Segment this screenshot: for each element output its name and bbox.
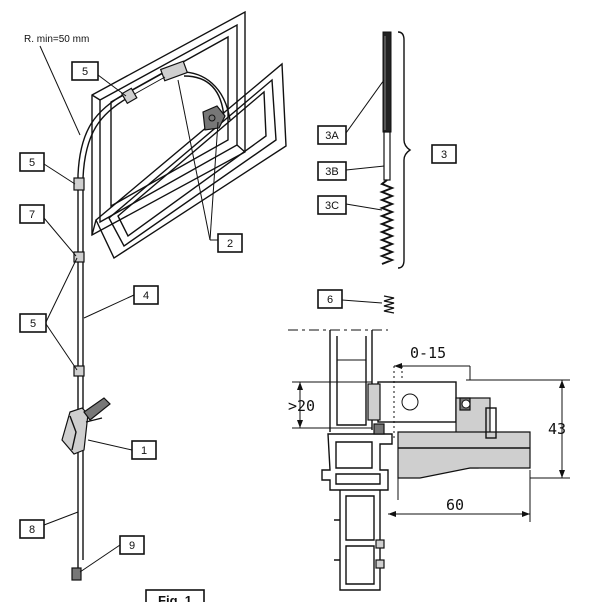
callout-5-top: 5 [71, 61, 127, 97]
callout-4: 4 [83, 285, 159, 319]
dim-43: 43 [466, 379, 570, 479]
svg-text:3C: 3C [325, 200, 339, 212]
dim-height: 43 [548, 420, 566, 438]
svg-text:1: 1 [141, 445, 147, 457]
svg-text:3A: 3A [325, 130, 339, 142]
spring-3c [379, 179, 395, 265]
window-sash-open [91, 62, 287, 260]
svg-text:5: 5 [30, 318, 36, 330]
window-frame [91, 10, 246, 237]
spring-6 [383, 295, 395, 314]
figure-caption: Fig. 1 [158, 593, 192, 602]
dim-width: 60 [446, 496, 464, 514]
dim-min-depth: >20 [288, 397, 315, 415]
callout-5-left: 5 [19, 152, 76, 185]
figure-caption-box: Fig. 1 [145, 589, 205, 602]
clip-5-top [120, 87, 138, 105]
svg-text:3B: 3B [325, 166, 338, 178]
dim-0-15: 0-15 [394, 344, 471, 380]
callout-6: 6 [317, 289, 383, 309]
cable-rod-4 [77, 72, 166, 570]
callout-5-lower: 5 [19, 257, 78, 371]
svg-text:4: 4 [143, 290, 149, 302]
svg-text:2: 2 [227, 238, 233, 250]
bracket-3 [397, 31, 412, 269]
rod-3a [382, 31, 392, 133]
bracket-assembly [367, 366, 531, 500]
dim-gap: 0-15 [410, 344, 446, 362]
radius-note: R. min=50 mm [24, 34, 89, 45]
svg-text:7: 7 [29, 209, 35, 221]
rod-3b [383, 131, 391, 181]
svg-text:3: 3 [441, 149, 447, 161]
callout-7: 7 [19, 204, 77, 257]
callout-2: 2 [177, 79, 243, 253]
callout-8: 8 [19, 511, 79, 539]
callout-1: 1 [87, 439, 157, 460]
dim-60: 60 [388, 470, 531, 522]
callout-3a: 3A [317, 79, 385, 145]
opener-arm [159, 60, 231, 131]
crank-handle-1 [61, 397, 111, 455]
callout-3: 3 [431, 144, 457, 164]
dim-gt20: >20 [288, 381, 372, 429]
svg-text:6: 6 [327, 294, 333, 306]
callout-3c: 3C [317, 195, 383, 215]
svg-text:5: 5 [82, 66, 88, 78]
clip-7 [73, 251, 85, 263]
clip-5-b [73, 365, 85, 377]
callout-3b: 3B [317, 161, 385, 181]
svg-text:8: 8 [29, 524, 35, 536]
spring-coil [379, 179, 395, 265]
callout-9: 9 [79, 535, 145, 573]
clip-5-a [73, 177, 85, 191]
rod-end-9 [71, 567, 82, 581]
svg-text:5: 5 [29, 157, 35, 169]
svg-text:9: 9 [129, 540, 135, 552]
frame-profile [321, 330, 393, 591]
